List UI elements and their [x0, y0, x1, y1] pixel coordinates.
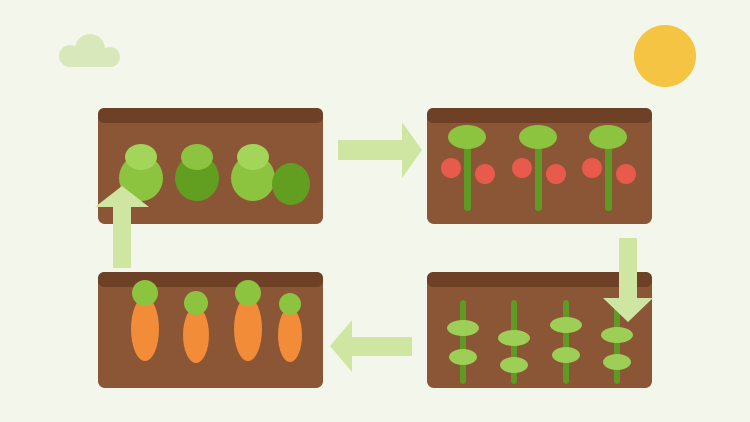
carrot [278, 293, 302, 362]
cabbage [272, 163, 310, 205]
carrot [131, 280, 159, 361]
cabbage [119, 144, 163, 201]
cabbage [231, 144, 275, 201]
cabbage [175, 144, 219, 201]
tomato-plant [582, 125, 636, 211]
soil [427, 272, 652, 388]
carrot [183, 291, 209, 363]
bean-bed [427, 272, 652, 388]
sun-icon [634, 25, 696, 87]
carrot-bed [98, 272, 323, 388]
bean-plant [498, 300, 530, 384]
bean-plant [447, 300, 479, 384]
soil-top [427, 272, 652, 287]
bean-plant [601, 300, 633, 384]
tomato-plant [441, 125, 495, 211]
arrow-icon [603, 238, 653, 322]
arrow-icon [95, 186, 149, 268]
cloud-icon [59, 34, 120, 67]
soil-top [98, 272, 323, 287]
arrow-icon [330, 320, 412, 372]
soil-top [427, 108, 652, 123]
tomato-plant [512, 125, 566, 211]
arrow-icon [338, 122, 422, 178]
tomato-bed [427, 108, 652, 224]
bean-plant [550, 300, 582, 384]
cabbage-bed [98, 108, 323, 224]
soil-top [98, 108, 323, 123]
carrot [234, 280, 262, 361]
